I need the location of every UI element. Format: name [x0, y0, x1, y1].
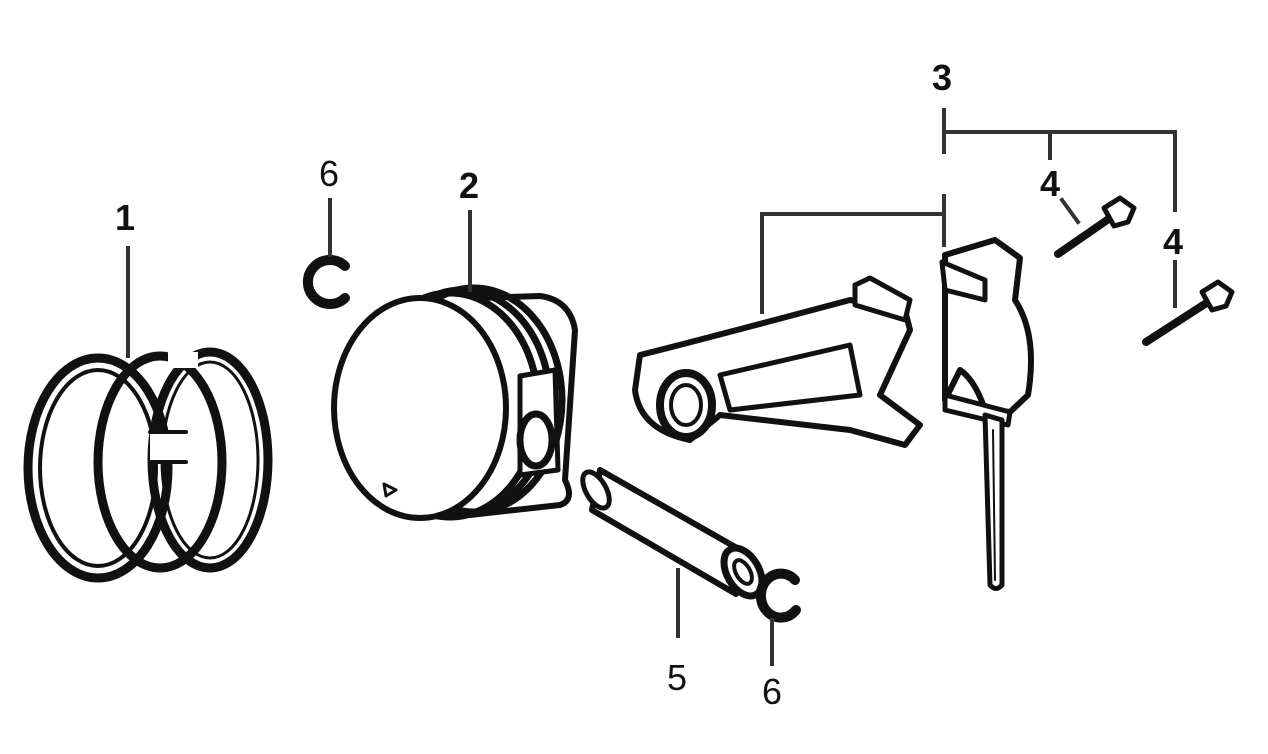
callout-4-upper: 4 [1040, 163, 1060, 204]
rod-bolt-icon [1142, 279, 1235, 346]
callout-1: 1 [115, 197, 135, 238]
leader-lines [126, 108, 1177, 666]
callout-6-upper: 6 [319, 153, 339, 194]
callout-2: 2 [459, 165, 479, 206]
circlip-icon [755, 568, 801, 623]
rod-bolt-icon [1054, 195, 1137, 258]
connecting-rod-icon [632, 237, 1034, 591]
callout-5: 5 [667, 657, 687, 698]
piston-rings-icon [23, 347, 273, 583]
callout-4-lower: 4 [1163, 221, 1183, 262]
callout-6-lower: 6 [762, 671, 782, 712]
piston-icon [331, 284, 578, 521]
circlip-icon [302, 255, 350, 309]
callout-3: 3 [932, 57, 952, 98]
piston-pin-icon [580, 467, 766, 600]
